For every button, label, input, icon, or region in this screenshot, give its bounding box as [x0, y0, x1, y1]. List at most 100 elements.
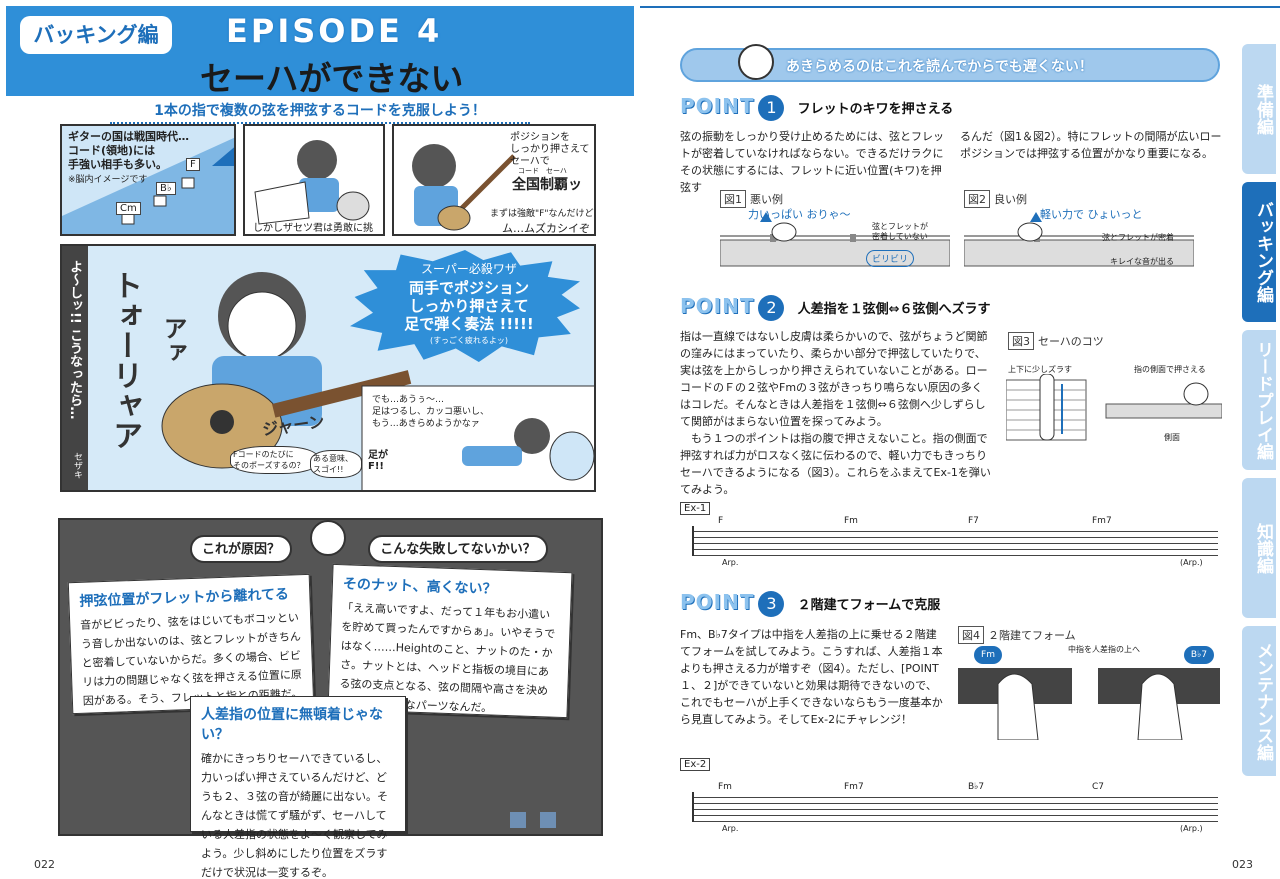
burst-label: スーパー必殺ワザ [421, 262, 517, 276]
panel3-exclaim: 全国制覇ッ [512, 177, 582, 193]
point-title: 人差指を１弦側⇔６弦側へズラす [797, 302, 991, 317]
manga-panel-3: ポジションを しっかり押さえて セーハで コード セーハ 全国制覇ッ まずは強敵… [392, 124, 596, 236]
tab-preparation[interactable]: 準備編 [1242, 44, 1276, 174]
fig2-hand-text: 軽い力で ひょいっと [1040, 208, 1143, 221]
advisor-face-icon [310, 520, 346, 556]
fig-number: 図4 [958, 626, 984, 644]
fig-caption: セーハのコツ [1038, 335, 1104, 348]
chord-flag-cm: Cm [116, 202, 141, 215]
panel1-note: ※脳内イメージです [68, 175, 148, 185]
ex2-label: Ex-2 [680, 758, 711, 771]
fig1-sfx: ビリビリ [866, 250, 915, 267]
pill-cause: これが原因？ [190, 535, 292, 563]
boy-with-score-illustration [254, 140, 370, 225]
panel3-caption-2: ム…ムズカシイぞ [502, 222, 590, 235]
panel4-side-text: よ〜しッ!! こうなったら… [67, 260, 82, 420]
decor-square-2 [540, 812, 556, 828]
point-3-body: Fm、B♭7タイプは中指を人差指の上に乗せる２階建てフォームを試してみよう。こう… [680, 628, 943, 726]
sfx-aa: アァ [159, 316, 187, 364]
author-signature: セザキ [72, 452, 82, 479]
note-nut-height: そのナット、高くない？ 「ええ高いですよ、だって１年もお小遣いを貯めて買ったんで… [327, 563, 573, 719]
ex2-chord-4: C7 [1092, 782, 1105, 792]
fig1-note: 弦とフレットが 密着していない [872, 222, 928, 241]
page-subtitle: 1本の指で複数の弦を押弦するコードを克服しよう！ [110, 100, 530, 124]
tab-knowledge[interactable]: 知識編 [1242, 478, 1276, 618]
tab-lead-play[interactable]: リードプレイ編 [1242, 330, 1276, 470]
ex2-arp: Arp. [722, 824, 739, 833]
point-label: POINT [680, 590, 755, 614]
point-number: 2 [758, 295, 785, 321]
fig3-note-3: 側面 [1164, 433, 1180, 442]
decor-square-1 [510, 812, 526, 828]
ex1-staff [692, 526, 1218, 556]
point-1-body-left: 弦の振動をしっかり受け止めるためには、弦とフレットが密着していなければならない。… [680, 130, 944, 194]
ex1-arp: Arp. [722, 558, 739, 567]
fig3-note-1: 上下に少しズラす [1008, 365, 1072, 374]
point-title: ２階建てフォームで克服 [797, 598, 941, 613]
advisor-face-icon [738, 44, 774, 80]
ex1-barline [692, 526, 694, 556]
fig2-illustration [964, 212, 1194, 267]
panel1-narration: ギターの国は戦国時代… コード(領地)には 手強い相手も多い。 [68, 130, 189, 171]
sfx-toryaa: トォーリャア [107, 270, 142, 450]
ex2-chord-2: Fm7 [844, 782, 864, 792]
chord-flag-bb: B♭ [156, 182, 176, 195]
chord-flag-f: F [186, 158, 200, 171]
fig3-note-2: 指の側面で押さえる [1134, 365, 1206, 374]
manga-panel-2: しかしザセツ君は勇敢に挑む！ [243, 124, 385, 236]
ex1-arp-end: (Arp.) [1180, 558, 1203, 567]
episode-number: EPISODE 4 [226, 12, 443, 50]
fig4-chord-bb7: B♭7 [1184, 646, 1214, 664]
fig2-note-2: キレイな音が出る [1110, 257, 1174, 266]
fig-caption: 良い例 [994, 193, 1027, 206]
panel4-side-strip [62, 246, 88, 490]
fig2-note: 弦とフレットが密着 [1102, 233, 1174, 242]
point-number: 3 [758, 591, 785, 617]
speech-bubble-amazing: ある意味、 スゴイ!! [310, 450, 362, 478]
section-tabs: 準備編 バッキング編 リードプレイ編 知識編 メンテナンス編 [1242, 44, 1276, 784]
ex2-staff [692, 792, 1218, 822]
point-1-body-right: るんだ（図1＆図2）。特にフレットの間隔が広いローポジションでは押弦する位置がか… [960, 130, 1222, 160]
intro-banner-text: あきらめるのはこれを読んでからでも遅くない！ [786, 59, 1093, 75]
ex2-arp-end: (Arp.) [1180, 824, 1203, 833]
ex2-chord-3: B♭7 [968, 782, 985, 792]
manga-panel-1: ギターの国は戦国時代… コード(領地)には 手強い相手も多い。 ※脳内イメージで… [60, 124, 236, 236]
ex1-chord-4: Fm7 [1092, 516, 1112, 526]
ex1-chord-3: F7 [968, 516, 979, 526]
ex2-chord-1: Fm [718, 782, 732, 792]
fig4-chord-fm: Fm [974, 646, 1002, 664]
point-title: フレットのキワを押さえる [797, 102, 954, 117]
ex2-barline [692, 792, 694, 822]
point-2-body: 指は一直線ではないし皮膚は柔らかいので、弦がちょうど関節の窪みにはまっていたり、… [680, 330, 991, 496]
point-label: POINT [680, 94, 755, 118]
panel3-caption-1: まずは強敵"F"なんだけど [490, 209, 594, 219]
fig1-hand-text: 力いっぱい おりゃ〜 [748, 208, 851, 221]
tab-backing[interactable]: バッキング編 [1242, 182, 1276, 322]
fig4-note: 中指を人差指の上へ [1068, 645, 1140, 654]
panel4-foot-caption: 足が F!! [368, 450, 388, 472]
note-title: 人差指の位置に無頓着じゃない？ [201, 707, 383, 743]
point-number: 1 [758, 95, 785, 121]
top-rule [640, 6, 1280, 8]
panel4-thought: でも…あうぅ〜… 足はつるし、カッコ悪いし、 もう…あきらめようかなァ [372, 395, 490, 429]
note-title: そのナット、高くない？ [342, 576, 497, 598]
tab-maintenance[interactable]: メンテナンス編 [1242, 626, 1276, 776]
fig-number: 図2 [964, 190, 990, 208]
note-index-finger: 人差指の位置に無頓着じゃない？ 確かにきっちりセーハできているし、力いっぱい押さ… [190, 696, 406, 879]
section-tag: バッキング編 [20, 16, 172, 54]
fig4-illustration [958, 668, 1220, 740]
point-label: POINT [680, 294, 755, 318]
fig-caption: 悪い例 [750, 193, 783, 206]
boy-with-guitar-illustration [412, 144, 516, 231]
burst-main: 両手でポジション しっかり押さえて 足で弾く奏法 !!!!! [404, 279, 534, 333]
foot-playing-illustration [161, 272, 594, 490]
ex1-chord-2: Fm [844, 516, 858, 526]
note-title: 押弦位置がフレットから離れてる [79, 586, 290, 610]
fig2-label: 図2 良い例 [964, 190, 1027, 208]
left-page: バッキング編 EPISODE 4 セーハができない 1本の指で複数の弦を押弦する… [6, 6, 634, 879]
